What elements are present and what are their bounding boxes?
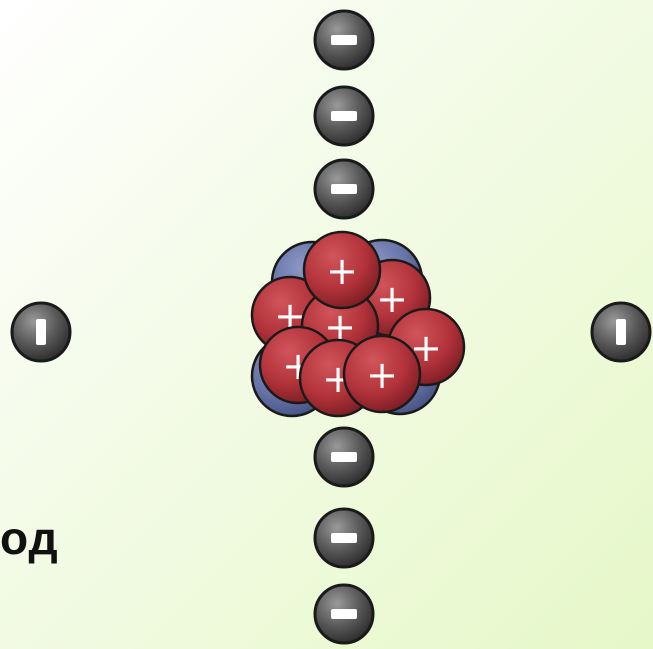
electron [315, 11, 373, 69]
nucleus: + + + + + + + + [252, 232, 464, 416]
plus-icon: + [376, 277, 408, 321]
minus-icon [36, 319, 46, 345]
minus-icon [616, 319, 626, 345]
electron [12, 303, 70, 361]
electron [315, 585, 373, 643]
electron [315, 160, 373, 218]
plus-icon: + [326, 249, 358, 293]
element-name-text: од [0, 508, 59, 568]
electron [592, 303, 650, 361]
minus-icon [331, 452, 357, 462]
minus-icon [331, 533, 357, 543]
electron [315, 87, 373, 145]
proton: + [304, 232, 380, 308]
electron [315, 509, 373, 567]
plus-icon: + [366, 353, 398, 397]
minus-icon [331, 184, 357, 194]
minus-icon [331, 609, 357, 619]
minus-icon [331, 35, 357, 45]
electron [315, 428, 373, 486]
minus-icon [331, 111, 357, 121]
proton: + [344, 336, 420, 412]
